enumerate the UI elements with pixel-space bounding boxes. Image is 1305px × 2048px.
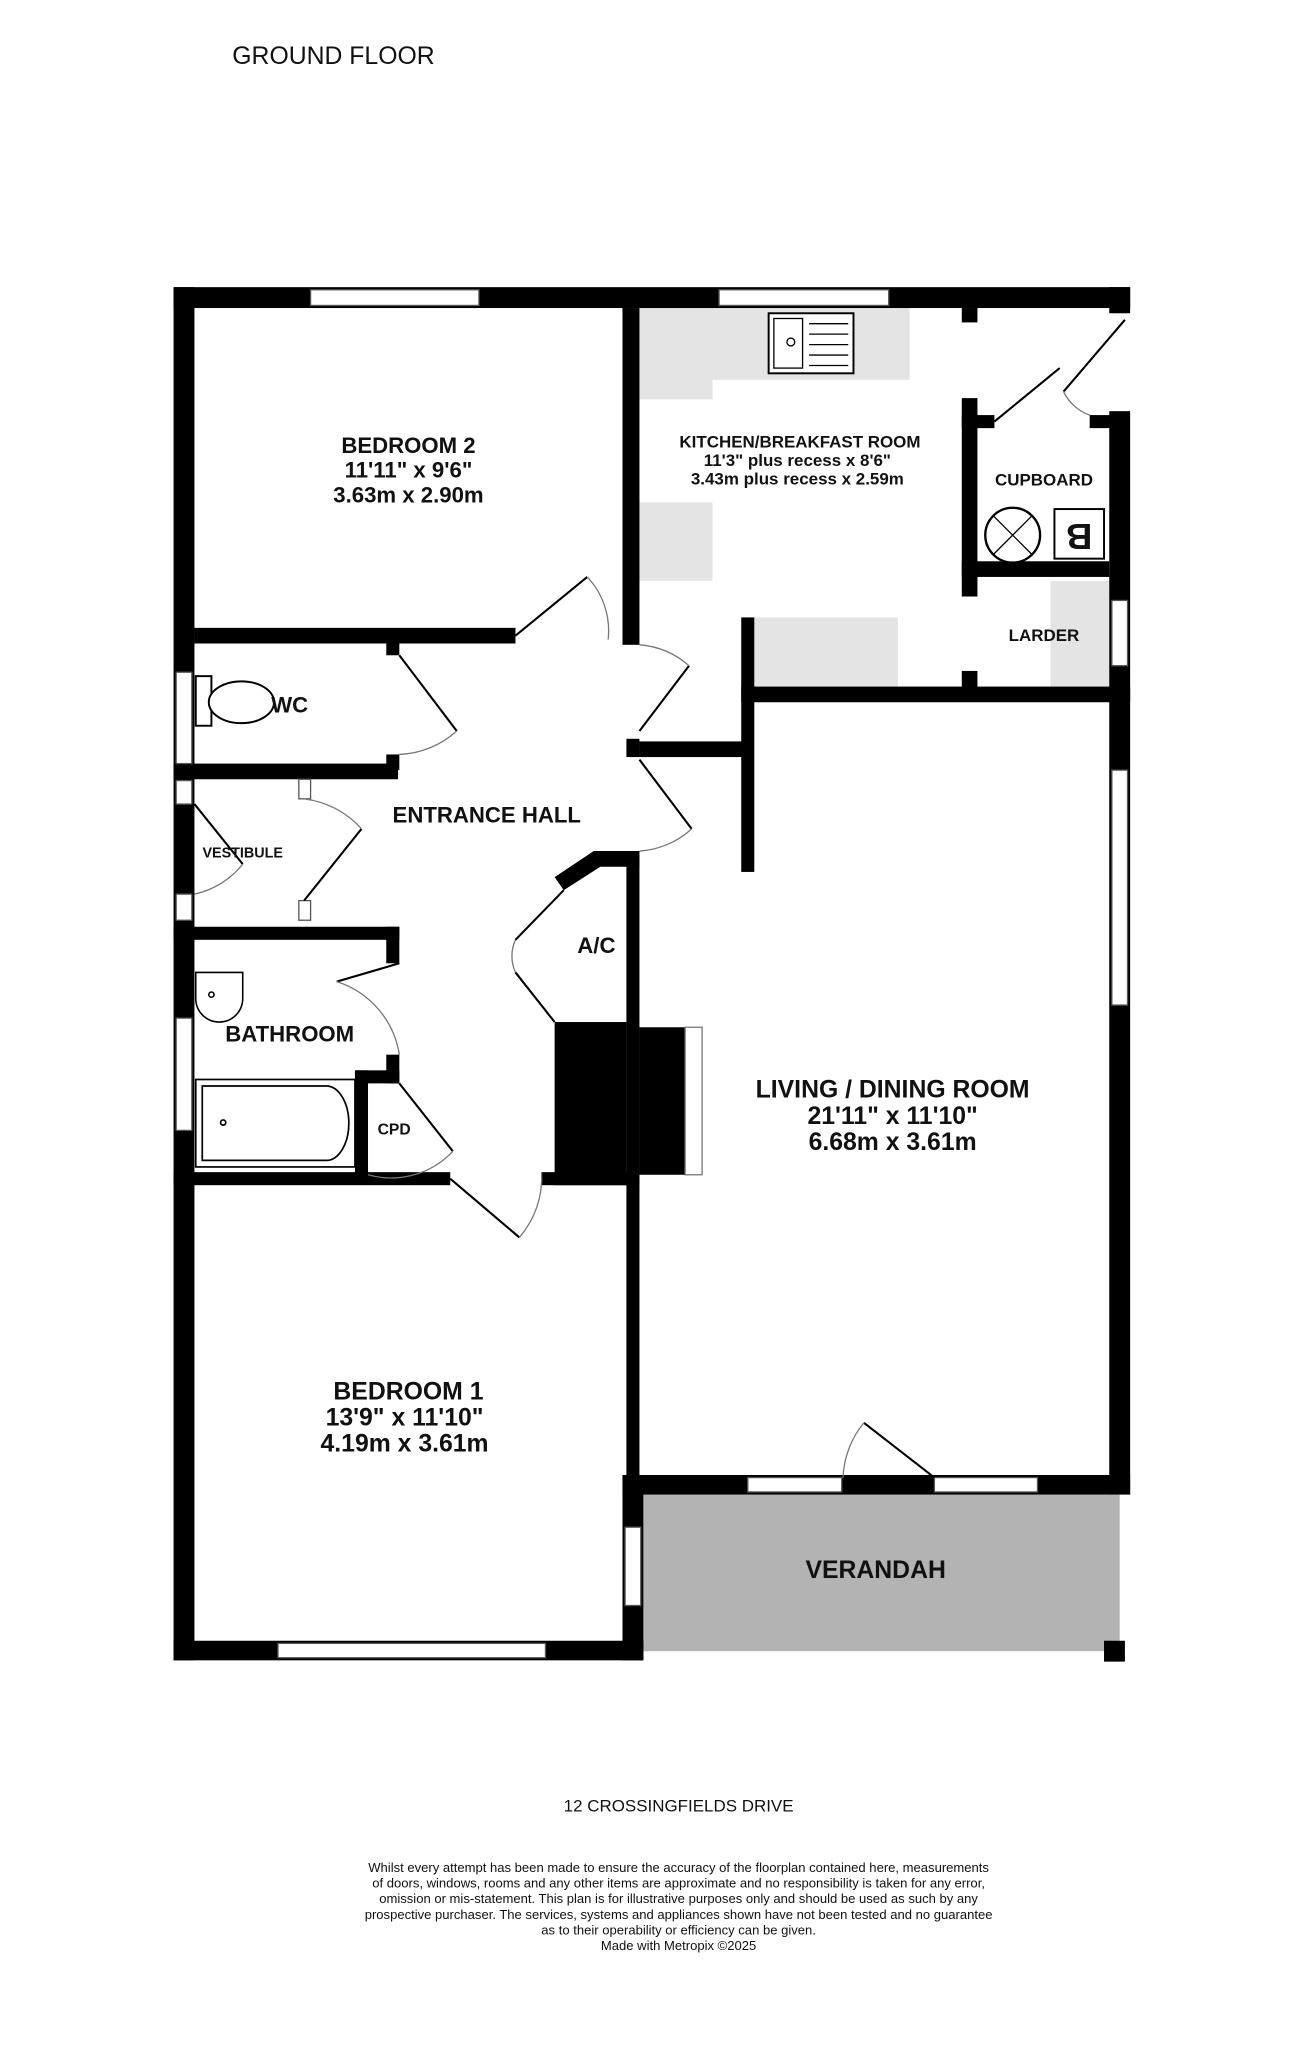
doors [193, 319, 1126, 1479]
vestibule-label: VESTIBULE [202, 846, 282, 862]
living-imperial: 21'11" x 11'10" [807, 1103, 977, 1130]
cupboard-label: CUPBOARD [995, 471, 1093, 490]
toilet-icon [194, 675, 276, 727]
washbasin-icon [194, 971, 244, 1023]
windows [175, 289, 1129, 1659]
sink-icon [767, 312, 855, 375]
kitchen-name: KITCHEN/BREAKFAST ROOM [679, 433, 920, 452]
larder-label: LARDER [1009, 626, 1080, 645]
living-name: LIVING / DINING ROOM [756, 1077, 1030, 1104]
disclaimer-line: Whilst every attempt has been made to en… [368, 1860, 989, 1875]
wc-label: WC [271, 693, 308, 718]
bedroom1-name: BEDROOM 1 [333, 1378, 483, 1405]
entrance-hall-label: ENTRANCE HALL [393, 802, 581, 827]
disclaimer-line: of doors, windows, rooms and any other i… [372, 1875, 985, 1890]
bedroom2-name: BEDROOM 2 [341, 433, 475, 458]
bedroom1-metric: 4.19m x 3.61m [321, 1430, 489, 1457]
credit: Made with Metropix ©2025 [601, 1938, 756, 1953]
boiler-icon: B [1053, 508, 1106, 560]
address: 12 CROSSINGFIELDS DRIVE [564, 1797, 794, 1816]
disclaimer-line: as to their operability or efficiency ca… [541, 1922, 816, 1937]
bathroom-label: BATHROOM [225, 1022, 354, 1047]
bath-icon [194, 1078, 356, 1168]
kitchen-imperial: 11'3" plus recess x 8'6" [704, 451, 891, 470]
living-metric: 6.68m x 3.61m [809, 1129, 977, 1156]
hearth [684, 1026, 703, 1176]
svg-text:B: B [1066, 516, 1092, 557]
bedroom1-imperial: 13'9" x 11'10" [326, 1404, 484, 1431]
cpd-label: CPD [378, 1121, 411, 1138]
walls [173, 287, 1131, 1662]
floor-title: GROUND FLOOR [232, 43, 434, 70]
verandah-area [643, 1494, 1120, 1652]
tank-icon [984, 506, 1042, 564]
ac-label: A/C [577, 933, 615, 958]
disclaimer-line: prospective purchaser. The services, sys… [365, 1907, 993, 1922]
disclaimer-line: omission or mis-statement. This plan is … [379, 1891, 978, 1906]
bedroom2-imperial: 11'11" x 9'6" [345, 458, 473, 483]
kitchen-metric: 3.43m plus recess x 2.59m [691, 469, 904, 488]
bedroom2-metric: 3.63m x 2.90m [333, 483, 483, 508]
verandah-label: VERANDAH [805, 1557, 945, 1584]
